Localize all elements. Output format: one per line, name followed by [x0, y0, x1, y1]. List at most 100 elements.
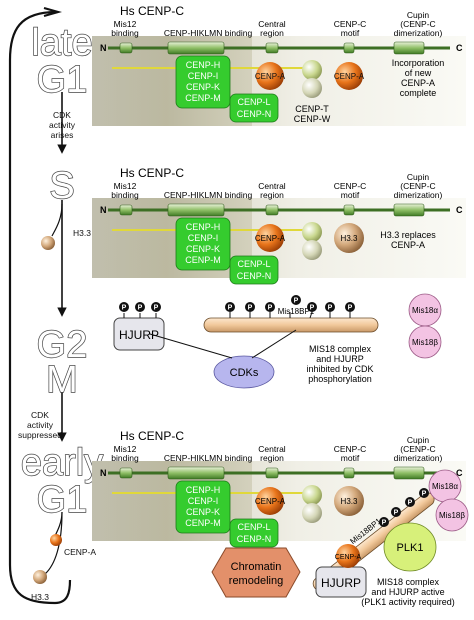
h33-label-4: H3.3 — [341, 497, 358, 506]
cenpw-label-1: CENP-W — [294, 114, 331, 124]
phase-early-label: early — [21, 442, 103, 484]
p1-note-line2: of new — [405, 68, 432, 78]
p-site-active-b: P — [394, 510, 399, 517]
ln-complex-2 — [229, 255, 279, 285]
chromatin-label-line1: Chromatin — [231, 561, 282, 573]
cenpc-motif-4-line1: CENP-C — [334, 444, 367, 454]
p4-note-line2: and HJURP active — [371, 587, 444, 597]
cenpl-4: CENP-L — [237, 522, 270, 532]
cenpc-motif-2-line2: motif — [341, 190, 360, 200]
hikm-complex-2 — [175, 217, 231, 271]
p-site-active-a: P — [382, 520, 387, 527]
p-site-g: P — [348, 305, 353, 312]
p3-note-line1: MIS18 complex — [309, 344, 372, 354]
cenpk-1: CENP-K — [186, 82, 220, 92]
h33-g1-label: H3.3 — [31, 592, 49, 602]
cenpc-motif-1-line1: CENP-C — [334, 19, 367, 29]
cenpa-sphere-hjurp — [336, 544, 360, 568]
p-site-active-c: P — [408, 500, 413, 507]
mis18bp1-rod — [203, 317, 379, 333]
cenpa-label-2: CENP-A — [255, 234, 286, 243]
motif-domain-2 — [343, 204, 355, 216]
cell-cycle-loop — [8, 6, 72, 605]
hiklmn-domain-1 — [167, 41, 225, 55]
cenpt-sphere-2 — [302, 222, 322, 242]
c-term-1: C — [456, 43, 463, 53]
cenpt-sphere-1 — [302, 60, 322, 80]
cenpm-4: CENP-M — [185, 518, 221, 528]
n-term-2: N — [100, 205, 107, 215]
cenpc-title-4: Hs CENP-C — [120, 429, 184, 443]
cenpa-nucleosome-4 — [256, 487, 284, 515]
p4-note-line3: (PLK1 activity required) — [361, 597, 455, 607]
cenpa-nucleosome-2 — [256, 224, 284, 252]
h33-sphere-g1 — [33, 570, 47, 584]
central-region-1-line1: Central — [258, 19, 286, 29]
mis18b-sphere-g2m — [408, 325, 442, 359]
cenpc-title-2: Hs CENP-C — [120, 166, 184, 180]
cenpl-1: CENP-L — [237, 97, 270, 107]
n-term-4: N — [100, 468, 107, 478]
cenpa-label-1b: CENP-A — [334, 72, 365, 81]
cenpc-motif-1-line2: motif — [341, 28, 360, 38]
cenpa-label-hjurp: CENP-A — [335, 554, 362, 561]
panel-s-phase: Hs CENP-C Mis12 binding CENP-HIKLMN bind… — [92, 166, 466, 285]
cdk-suppressed-line1: CDK — [31, 410, 49, 420]
h33-nucleosome-4 — [334, 486, 364, 516]
mis12-binding-4-line1: Mis12 — [114, 444, 137, 454]
cenpn-1: CENP-N — [237, 109, 272, 119]
h33-s-label: H3.3 — [73, 228, 91, 238]
phase-s-label: S — [49, 165, 74, 207]
mis18b-sphere-g1 — [435, 498, 469, 532]
mis12-binding-1-line2: binding — [111, 28, 139, 38]
chromatin-remodeling-hexagon — [211, 547, 301, 598]
cenpi-4: CENP-I — [188, 496, 219, 506]
p-site-f: P — [328, 305, 333, 312]
central-domain-2 — [265, 204, 279, 216]
hiklmn-binding-2: CENP-HIKLMN binding — [164, 190, 253, 200]
p-site-hjurp-a: P — [122, 305, 127, 312]
cenpc-motif-2-line1: CENP-C — [334, 181, 367, 191]
phase-g2-label: G2 — [37, 324, 88, 366]
motif-domain-1 — [343, 42, 355, 54]
cenph-4: CENP-H — [186, 485, 221, 495]
central-region-4-line2: region — [260, 453, 284, 463]
p3-note-line2: and HJURP — [316, 354, 364, 364]
hiklmn-domain-4 — [167, 466, 225, 480]
phospho-sites-active: P P P P — [379, 488, 429, 527]
hikm-complex-1 — [175, 55, 231, 109]
n-term-1: N — [100, 43, 107, 53]
central-region-2-line1: Central — [258, 181, 286, 191]
ln-complex-1 — [229, 93, 279, 123]
phase-early-g1-label: G1 — [37, 479, 88, 521]
plk1-label: PLK1 — [397, 542, 424, 554]
mis18b-label-g1: Mis18β — [439, 511, 465, 520]
cdk-suppressed-line3: suppressed — [18, 430, 62, 440]
cupin-4-line1: Cupin — [407, 435, 429, 445]
cupin-4-line2: (CENP-C — [400, 444, 435, 454]
chromatin-label-line2: remodeling — [229, 575, 283, 587]
p3-note-line3: inhibited by CDK — [306, 364, 373, 374]
phase-late-label: late — [31, 22, 92, 64]
cupin-2-line2: (CENP-C — [400, 181, 435, 191]
phase-m-label: M — [46, 359, 78, 401]
panel-g2m: Mis18BP1 P P P P P P P HJURP P P P CDKs … — [113, 293, 442, 389]
ln-complex-4 — [229, 518, 279, 548]
cenpc-motif-4-line2: motif — [341, 453, 360, 463]
cdk-line-mis18bp1 — [251, 329, 297, 359]
p-site-hjurp-c: P — [154, 305, 159, 312]
p-site-hjurp-b: P — [138, 305, 143, 312]
hiklmn-domain-2 — [167, 203, 225, 217]
cdk-arises-line2: activity — [49, 120, 76, 130]
cenpc-title-1: Hs CENP-C — [120, 4, 184, 18]
cdk-arises-line1: CDK — [53, 110, 71, 120]
cupin-1-line2: (CENP-C — [400, 19, 435, 29]
h33-nucleosome-2 — [334, 223, 364, 253]
cenpw-sphere-1 — [302, 78, 322, 98]
mis12-binding-2-line1: Mis12 — [114, 181, 137, 191]
hiklmn-binding-1: CENP-HIKLMN binding — [164, 28, 253, 38]
central-region-2-line2: region — [260, 190, 284, 200]
cenpn-4: CENP-N — [237, 534, 272, 544]
cupin-domain-1 — [393, 41, 425, 55]
p2-note-line2: CENP-A — [391, 240, 425, 250]
